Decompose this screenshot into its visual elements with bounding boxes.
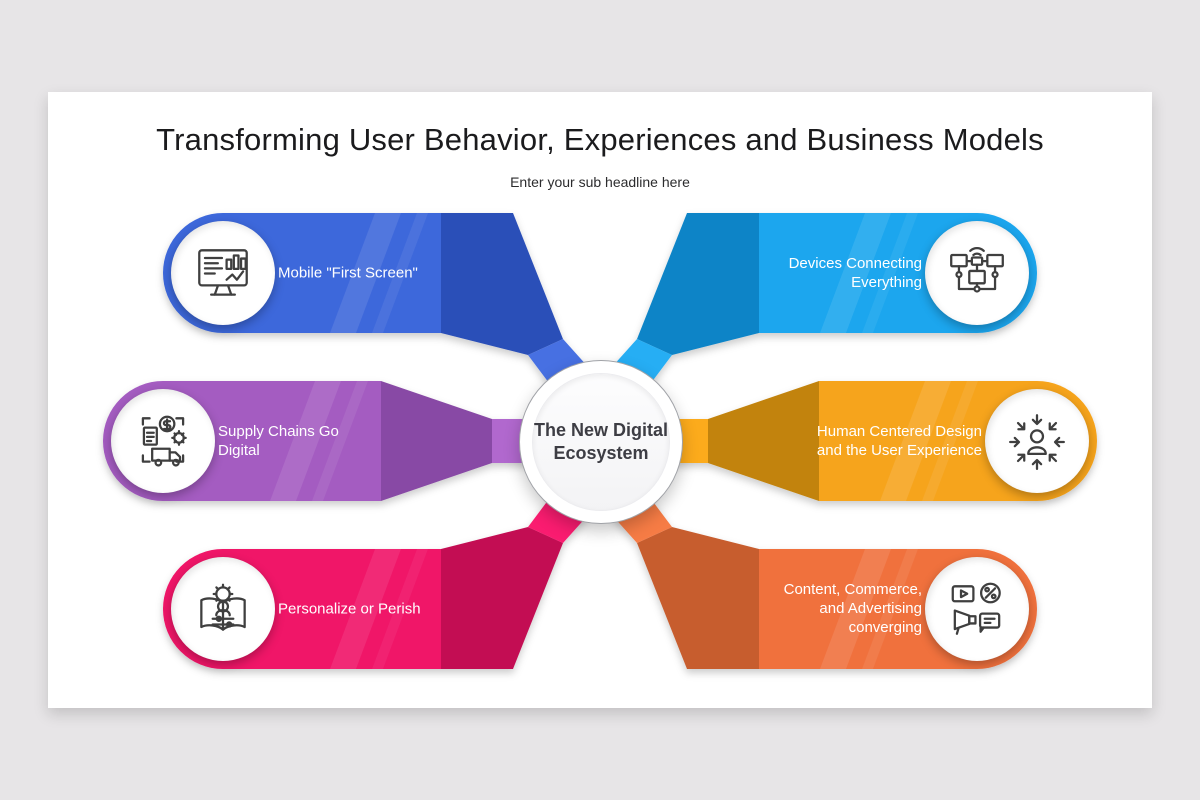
personalization-book-icon bbox=[200, 583, 246, 631]
banner-label-content-commerce: Content, Commerce, and Advertising conve… bbox=[783, 581, 922, 637]
icon-circle-devices-connecting bbox=[925, 221, 1029, 325]
banner-gloss bbox=[330, 549, 428, 669]
icon-circle-supply-chains bbox=[111, 389, 215, 493]
banner-label-human-centered-design: Human Centered Design and the User Exper… bbox=[816, 422, 982, 459]
icon-circle-content-commerce bbox=[925, 557, 1029, 661]
icon-circle-personalize bbox=[171, 557, 275, 661]
banner-gloss bbox=[820, 213, 918, 333]
arm-connector bbox=[708, 381, 819, 501]
arm-connector bbox=[441, 213, 563, 355]
banner-gloss bbox=[330, 213, 428, 333]
banner-label-supply-chains: Supply Chains Go Digital bbox=[218, 422, 339, 459]
center-label: The New Digital Ecosystem bbox=[533, 419, 668, 463]
banner-label-personalize: Personalize or Perish bbox=[278, 600, 421, 618]
arm-connector bbox=[381, 381, 492, 501]
center-circle-inner: The New Digital Ecosystem bbox=[532, 373, 670, 511]
monitor-analytics-icon bbox=[198, 249, 248, 296]
page-subtitle: Enter your sub headline here bbox=[510, 174, 690, 190]
banner-label-devices-connecting: Devices Connecting Everything bbox=[788, 254, 922, 291]
icon-circle-mobile-first-screen bbox=[171, 221, 275, 325]
content-commerce-icon bbox=[951, 582, 1001, 635]
banner-label-mobile-first-screen: Mobile "First Screen" bbox=[278, 264, 418, 282]
connected-devices-icon bbox=[950, 247, 1004, 293]
arm-connector bbox=[637, 527, 759, 669]
human-centered-design-icon bbox=[1009, 414, 1065, 470]
banner-gloss bbox=[270, 381, 368, 501]
icon-circle-human-centered-design bbox=[985, 389, 1089, 493]
banner-gloss bbox=[880, 381, 978, 501]
page-title: Transforming User Behavior, Experiences … bbox=[156, 122, 1044, 157]
supply-chain-icon bbox=[141, 415, 187, 467]
arm-connector bbox=[637, 213, 759, 355]
center-circle: The New Digital Ecosystem bbox=[519, 360, 683, 524]
banner-gloss bbox=[820, 549, 918, 669]
arm-connector bbox=[441, 527, 563, 669]
